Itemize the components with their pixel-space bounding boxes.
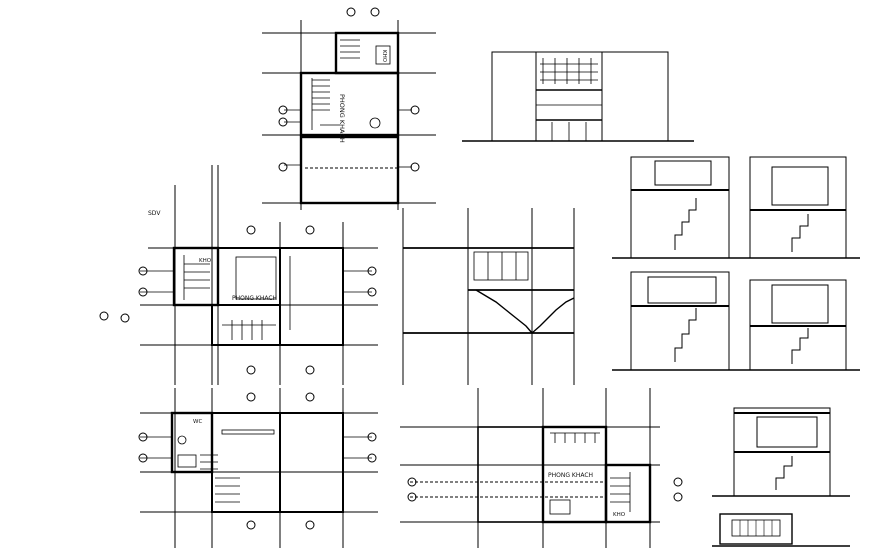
plan-top-room-label: PHONG KHACH: [338, 94, 346, 143]
section-center: [402, 208, 575, 385]
plan-right-kho-label: KHO: [613, 512, 626, 518]
plan-mid-room-label: PHONG KHACH: [232, 295, 277, 302]
plan-mid-kho-label: KHO: [199, 258, 212, 264]
sections-right-upper: [612, 156, 860, 259]
plan-top-center: [262, 20, 436, 210]
plan-center-bottom: [400, 388, 660, 548]
sections-right-middle: [612, 271, 860, 371]
axis-markers: [99, 7, 683, 530]
elevation-top-right: [462, 51, 694, 142]
plan-top-kho-label: KHO: [381, 50, 387, 63]
section-bottom-right: [712, 407, 850, 547]
plan-bottom-wc-label: WC: [193, 419, 202, 425]
plan-right-room-label: PHONG KHACH: [548, 472, 593, 479]
plan-left-bottom: [140, 388, 378, 548]
level-mark-label: SDV: [148, 210, 161, 217]
plan-left-middle: [140, 165, 378, 385]
